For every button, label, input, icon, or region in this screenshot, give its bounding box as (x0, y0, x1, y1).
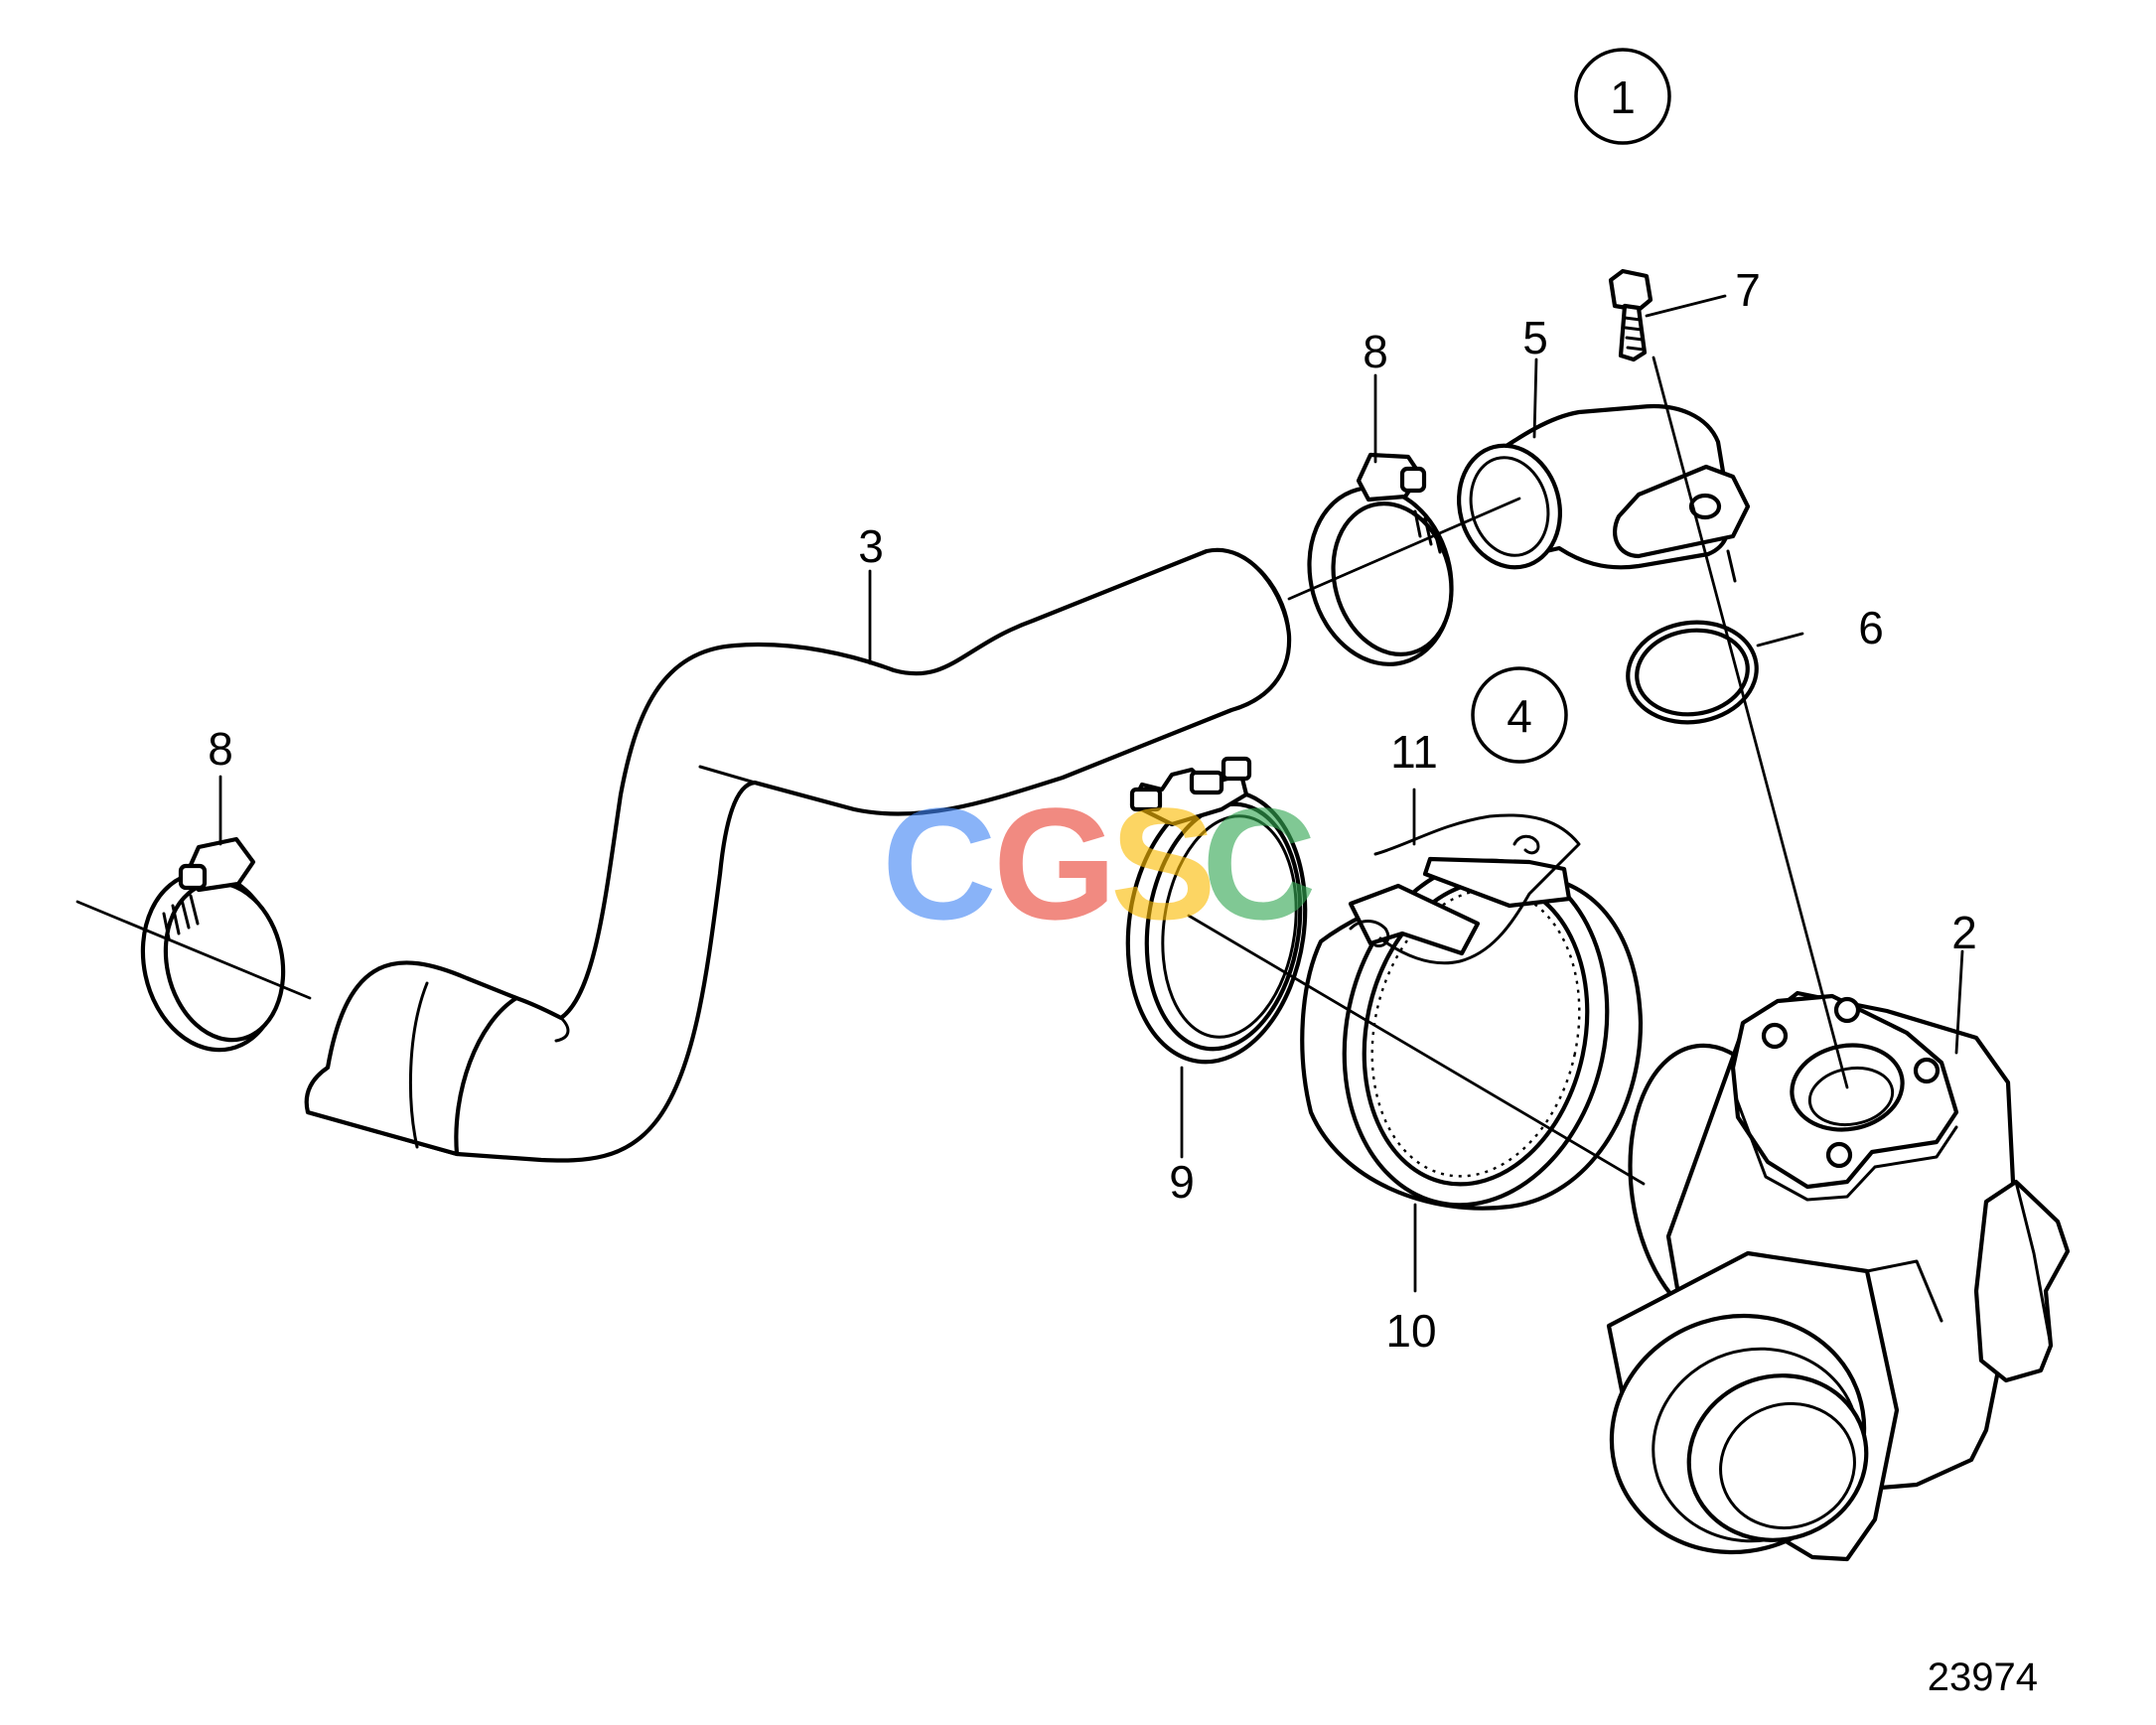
callout-1: 1 (1610, 72, 1636, 123)
wire-tie-part-11 (1348, 813, 1581, 965)
callout-leaders (218, 294, 1964, 1293)
elbow-part-5 (1457, 404, 1751, 583)
callout-9: 9 (1169, 1156, 1195, 1208)
watermark-letter-2: G (993, 775, 1116, 952)
callout-labels: 1 4 2 3 5 6 7 8 8 9 10 11 23974 (208, 48, 2038, 1699)
watermark-letter-3: S (1110, 775, 1217, 952)
callout-8-left: 8 (208, 723, 233, 775)
callout-10: 10 (1385, 1305, 1436, 1357)
callout-3: 3 (858, 520, 884, 572)
hose-clamp-part-8-right (1307, 452, 1454, 666)
housing-part-2 (1606, 990, 2071, 1562)
o-ring-part-6 (1626, 620, 1759, 725)
callout-11: 11 (1390, 726, 1438, 778)
center-lines (75, 356, 1849, 1186)
callout-circle-4 (1471, 666, 1568, 764)
callout-7: 7 (1735, 264, 1761, 316)
callout-2: 2 (1951, 907, 1977, 958)
watermark-letter-4: C (1202, 775, 1317, 952)
hose-part-3 (304, 547, 1292, 1163)
watermark-letter-1: C (882, 775, 997, 952)
callout-circle-1 (1574, 48, 1671, 145)
callout-8-right: 8 (1363, 326, 1388, 377)
bolt-part-7 (1608, 268, 1653, 362)
cgsc-watermark: C G S C (882, 775, 1317, 952)
heat-shield-part-10 (1300, 858, 1644, 1211)
drawing-number: 23974 (1928, 1655, 2038, 1699)
hose-clamp-part-8-left (140, 836, 286, 1053)
v-band-clamp-part-9 (1125, 756, 1308, 1065)
callout-4: 4 (1507, 690, 1532, 742)
callout-5: 5 (1522, 312, 1548, 363)
callout-6: 6 (1858, 602, 1884, 653)
